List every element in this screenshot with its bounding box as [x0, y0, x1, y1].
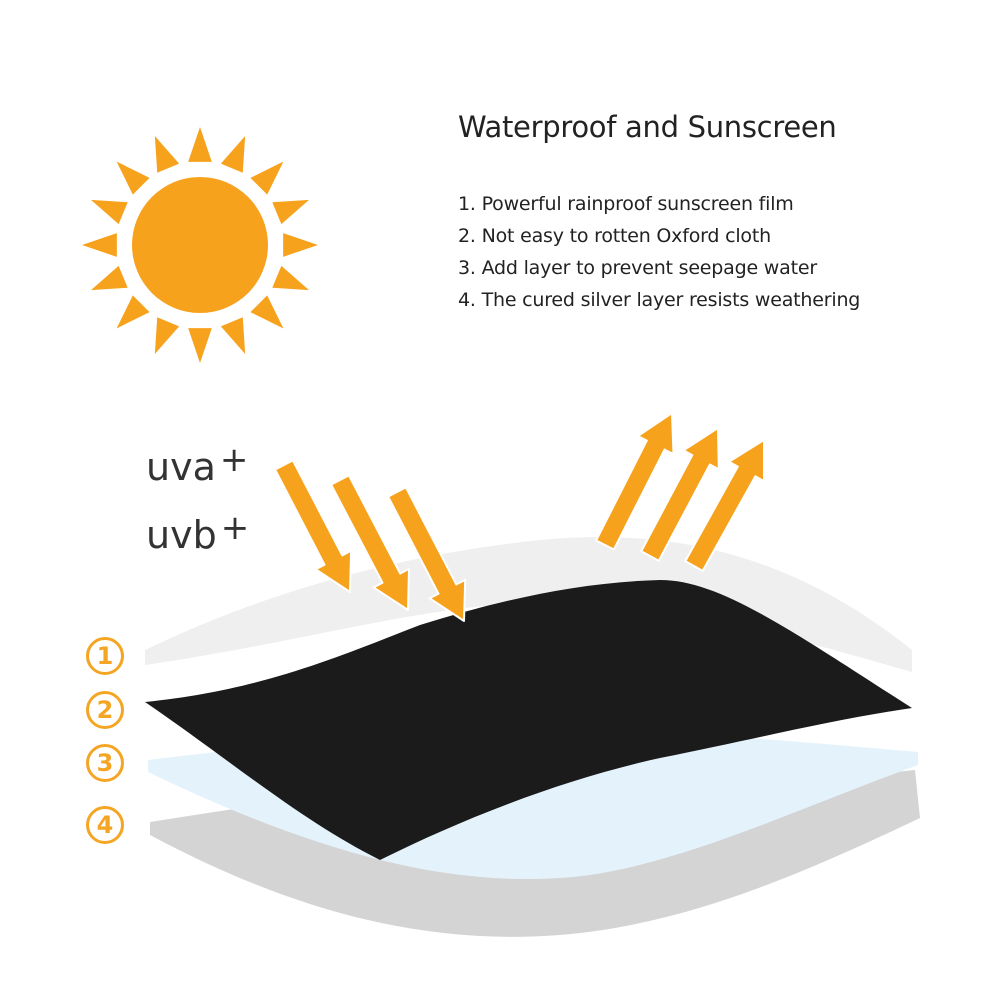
layer-number-1: 1 — [86, 637, 124, 675]
feature-item: 3. Add layer to prevent seepage water — [458, 257, 817, 279]
up-right-arrow-icon — [684, 439, 765, 572]
uva-plus: + — [219, 440, 249, 480]
down-right-arrow-icon — [274, 459, 353, 593]
page-title: Waterproof and Sunscreen — [458, 110, 837, 144]
sun-ray — [116, 161, 150, 195]
sun-ray — [220, 317, 246, 355]
sun-ray — [272, 199, 310, 225]
uva-label: uva+ — [146, 440, 248, 489]
feature-list: 1. Powerful rainproof sunscreen film 2. … — [458, 190, 860, 318]
feature-item: 1. Powerful rainproof sunscreen film — [458, 193, 794, 215]
sun-ray — [154, 317, 180, 355]
sun-ray — [188, 127, 212, 162]
layer-number-3: 3 — [86, 744, 124, 782]
sun-ray — [82, 233, 117, 257]
sun-ray — [116, 295, 150, 329]
sun-ray — [250, 295, 284, 329]
sun-ray — [220, 135, 246, 173]
sun-ray — [250, 161, 284, 195]
feature-item: 2. Not easy to rotten Oxford cloth — [458, 225, 771, 247]
sun-ray — [90, 265, 128, 291]
uva-text: uva — [146, 445, 216, 489]
down-right-arrow-icon — [387, 486, 467, 622]
layer-number-4: 4 — [86, 806, 124, 844]
down-right-arrow-icon — [330, 474, 410, 611]
up-right-arrow-icon — [640, 427, 720, 562]
sun-ray — [283, 233, 318, 257]
uvb-label: uvb+ — [146, 508, 249, 557]
sun-ray — [272, 265, 310, 291]
reflected-arrows — [595, 412, 765, 572]
layer-number-2: 2 — [86, 691, 124, 729]
sun-icon — [82, 127, 318, 363]
uvb-plus: + — [220, 508, 250, 548]
uvb-text: uvb — [146, 513, 217, 557]
up-right-arrow-icon — [595, 412, 675, 551]
film-layer — [145, 536, 912, 672]
black-layer — [145, 580, 912, 860]
sun-ray — [188, 328, 212, 363]
sun-core — [132, 177, 268, 313]
sun-ray — [154, 135, 180, 173]
incoming-arrows — [274, 459, 467, 622]
feature-item: 4. The cured silver layer resists weathe… — [458, 289, 861, 311]
sun-ray — [90, 199, 128, 225]
